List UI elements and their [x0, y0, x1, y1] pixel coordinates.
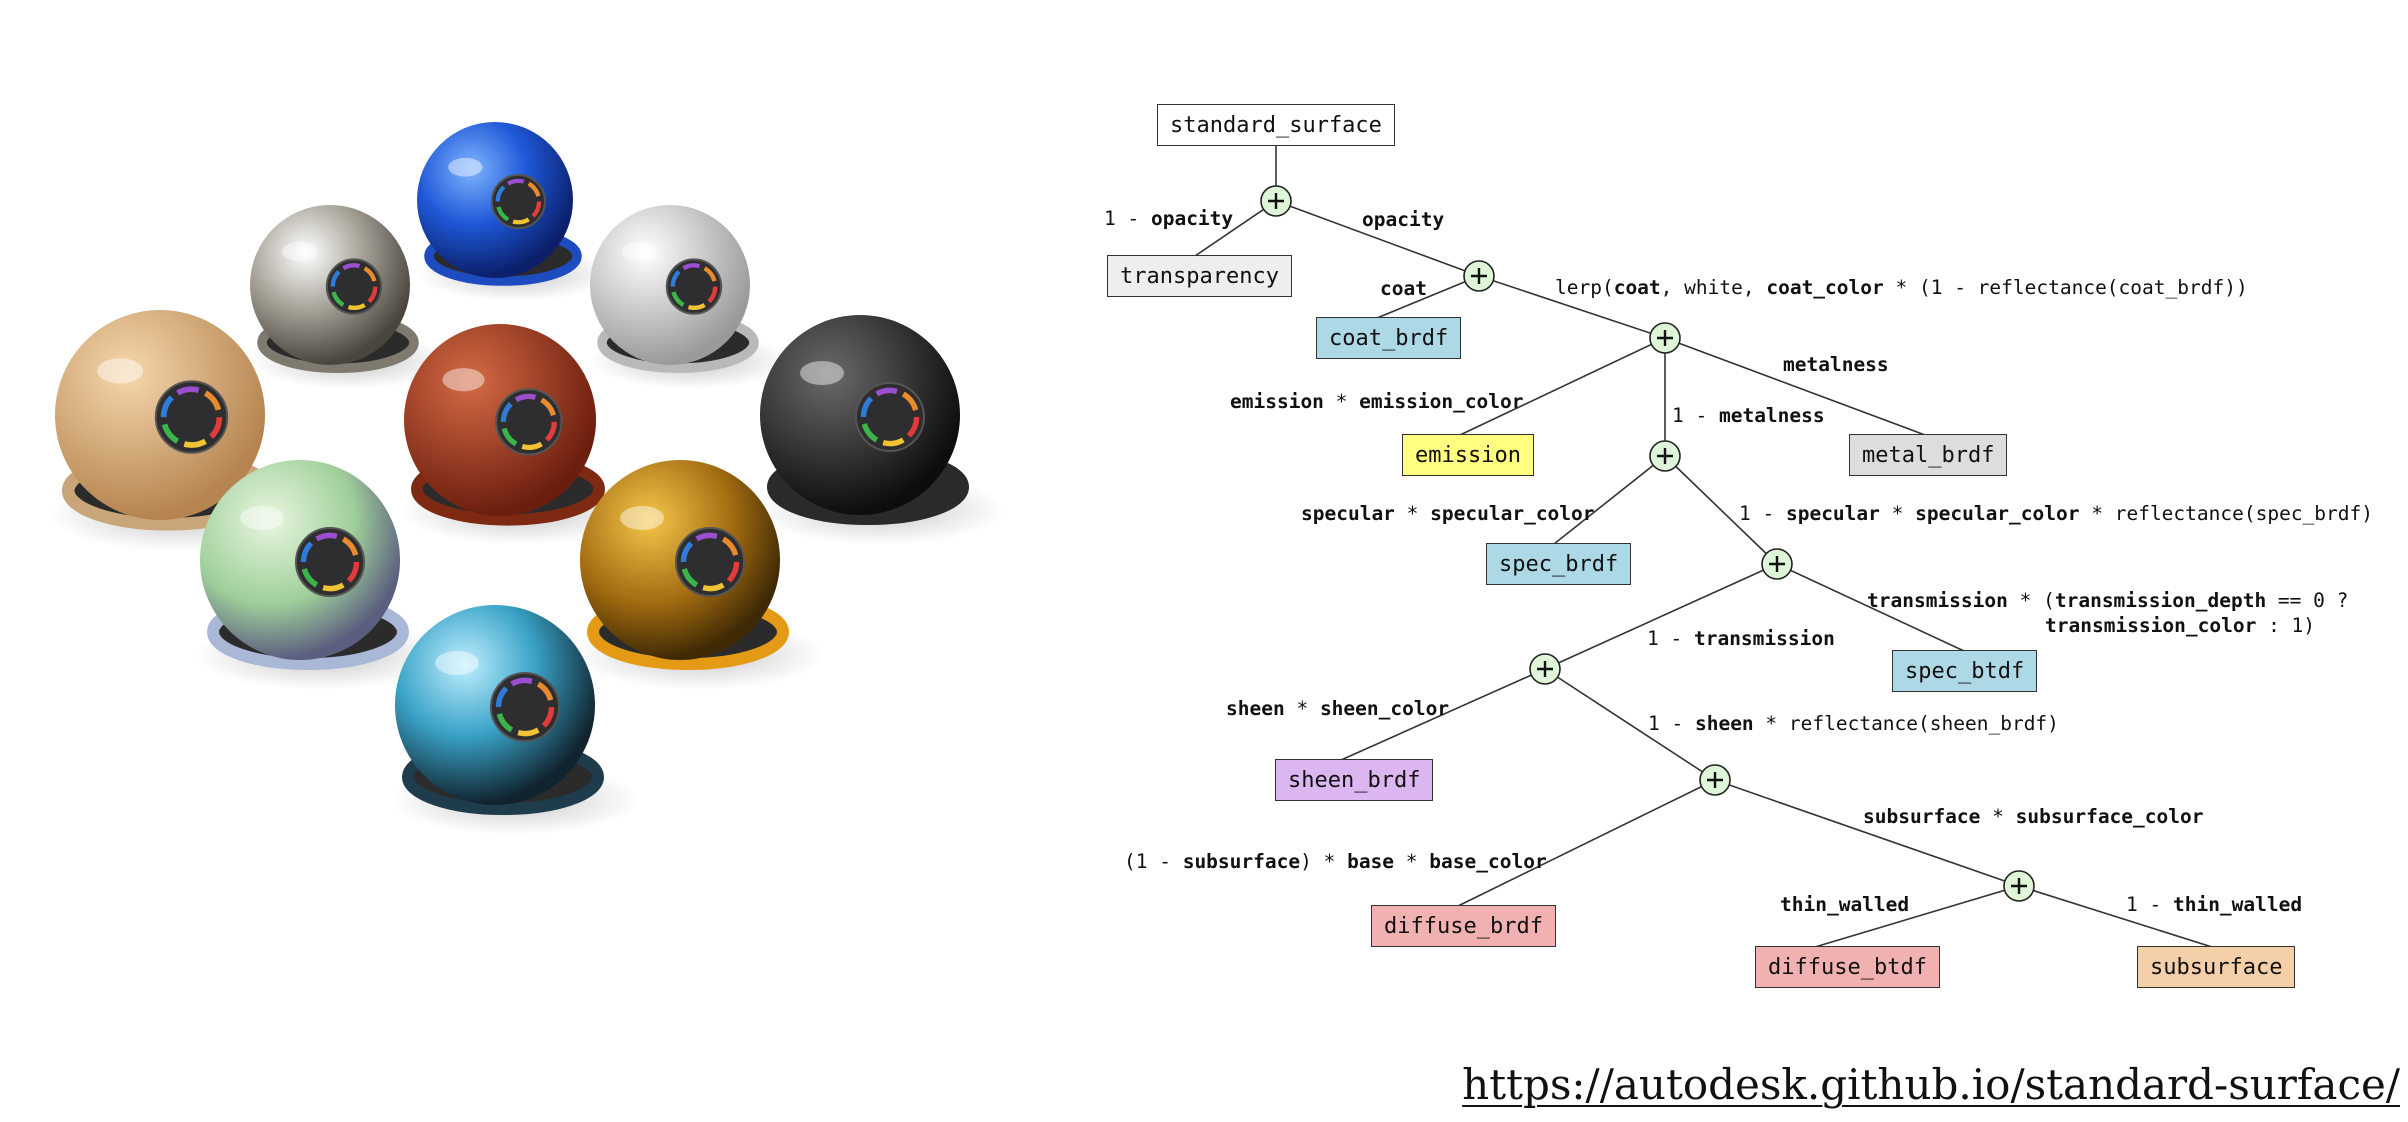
tree-edge: [1553, 455, 1666, 545]
label-one-minus-sheen: 1 - sheen * reflectance(sheen_brdf): [1648, 712, 2059, 735]
material-spheres-illustration: [48, 122, 1005, 835]
tree-edge: [1340, 668, 1546, 761]
node-sheen-brdf: sheen_brdf: [1275, 759, 1434, 801]
tree-edge: [1194, 200, 1277, 257]
node-standard-surface: standard_surface: [1157, 104, 1395, 146]
label-transmission-line2: transmission_color : 1): [2045, 614, 2316, 637]
label-opacity: opacity: [1362, 208, 1445, 231]
node-emission: emission: [1402, 434, 1534, 476]
plus-circle-icon: [2003, 870, 2035, 902]
node-subsurface: subsurface: [2137, 946, 2296, 988]
standard-surface-link[interactable]: https://autodesk.github.io/standard-surf…: [1462, 1060, 2400, 1109]
label-one-minus-opacity: 1 - opacity: [1104, 207, 1234, 230]
tree-edge: [1459, 337, 1666, 436]
plus-circle-icon: [1463, 260, 1495, 292]
label-one-minus-specular: 1 - specular * specular_color * reflecta…: [1739, 502, 2373, 525]
node-metal-brdf: metal_brdf: [1849, 434, 2008, 476]
tree-edge: [1544, 668, 1716, 781]
label-one-minus-transmission: 1 - transmission: [1647, 627, 1835, 650]
label-transmission-line1: transmission * (transmission_depth == 0 …: [1867, 589, 2349, 612]
node-diffuse-brdf: diffuse_brdf: [1371, 905, 1556, 947]
label-subsurface-color: subsurface * subsurface_color: [1863, 805, 2204, 828]
tree-edge: [1814, 885, 2020, 948]
label-one-minus-thin-walled: 1 - thin_walled: [2126, 893, 2303, 916]
label-sheen-color: sheen * sheen_color: [1226, 697, 1450, 720]
tree-edges: [1194, 125, 2213, 948]
material-sphere-icon: [590, 205, 790, 389]
node-diffuse-btdf: diffuse_btdf: [1755, 946, 1940, 988]
plus-circle-icon: [1761, 548, 1793, 580]
material-sphere-icon: [195, 460, 445, 690]
label-thin-walled: thin_walled: [1780, 893, 1910, 916]
tree-edge: [1478, 275, 1666, 339]
tree-edge: [1275, 200, 1480, 277]
tree-edge: [1457, 779, 1716, 907]
tree-edge: [1664, 455, 1778, 565]
label-specular-color: specular * specular_color: [1301, 502, 1595, 525]
material-sphere-icon: [400, 324, 640, 545]
node-transparency: transparency: [1107, 255, 1292, 297]
node-coat-brdf: coat_brdf: [1316, 317, 1462, 359]
material-sphere-icon: [417, 122, 613, 302]
label-metalness: metalness: [1783, 353, 1889, 376]
standard-surface-tree: standard_surface transparency coat_brdf …: [1040, 0, 2408, 1020]
tree-edge: [1376, 275, 1480, 319]
label-emission-color: emission * emission_color: [1230, 390, 1524, 413]
label-lerp-coat: lerp(coat, white, coat_color * (1 - refl…: [1555, 276, 2248, 299]
material-sphere-icon: [250, 205, 450, 389]
node-spec-btdf: spec_btdf: [1892, 650, 2038, 692]
material-sphere-icon: [575, 460, 825, 690]
material-sphere-icon: [390, 605, 640, 835]
label-base-color: (1 - subsurface) * base * base_color: [1124, 850, 1547, 873]
material-sphere-icon: [755, 315, 1005, 545]
tree-edge: [1664, 337, 1926, 436]
plus-circle-icon: [1529, 653, 1561, 685]
plus-circle-icon: [1649, 440, 1681, 472]
tree-edge: [1776, 563, 1965, 652]
node-spec-brdf: spec_brdf: [1486, 543, 1632, 585]
plus-circle-icon: [1649, 322, 1681, 354]
plus-circle-icon: [1260, 185, 1292, 217]
label-one-minus-metalness: 1 - metalness: [1672, 404, 1825, 427]
tree-edge: [1544, 563, 1778, 670]
label-coat: coat: [1380, 277, 1427, 300]
tree-edge: [1714, 779, 2020, 887]
plus-circle-icon: [1699, 764, 1731, 796]
tree-edge: [2018, 885, 2213, 948]
